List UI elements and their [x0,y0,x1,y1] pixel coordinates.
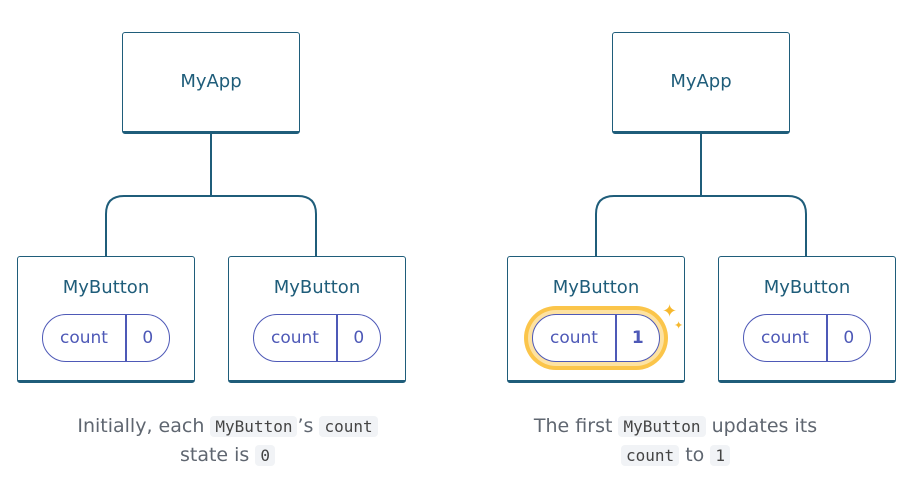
count-label: count [60,328,108,348]
count-value: 1 [631,328,644,348]
caption-code: count [621,445,680,466]
caption-code: count [319,416,378,437]
caption-text: to [685,444,705,466]
count-label: count [761,328,809,348]
tree-connectors [105,134,317,256]
pill-divider [826,315,828,361]
count-value: 0 [353,328,365,348]
mybutton-label: MyButton [273,277,361,298]
count-value: 0 [142,328,154,348]
myapp-label: MyApp [180,71,242,92]
count-pill: count 0 [253,314,381,362]
mybutton-label: MyButton [62,277,150,298]
sparkle-icon: ✦ [662,301,678,322]
count-label: count [271,328,319,348]
mybutton-node-2: MyButton count 0 [228,256,406,383]
diagram-initial-state: MyApp MyButton count 0 MyButton count 0 … [0,32,455,470]
myapp-node: MyApp [612,32,790,134]
caption-code: MyButton [210,416,298,437]
count-label: count [550,328,598,348]
caption-code: 0 [255,445,276,466]
pill-divider [336,315,338,361]
count-pill: count 0 [743,314,871,362]
caption: Initially, each MyButton’s count state i… [0,412,455,470]
caption-text: state is [179,444,250,466]
mybutton-node-1: MyButton count 1 ✦ ✦ [507,256,685,383]
count-pill: count 0 [42,314,170,362]
mybutton-label: MyButton [763,277,851,298]
caption-text: The first [533,415,613,437]
tree-connectors [595,134,807,256]
count-value: 0 [843,328,855,348]
caption-text: Initially, each [77,415,205,437]
sparkle-icon: ✦ [674,319,684,332]
pill-divider [615,315,617,361]
caption: The first MyButton updates its count to … [448,412,903,470]
caption-line-2: count to 1 [448,441,903,470]
pill-divider [125,315,127,361]
mybutton-node-1: MyButton count 0 [17,256,195,383]
mybutton-node-2: MyButton count 0 [718,256,896,383]
caption-text: updates its [711,415,818,437]
caption-line-1: Initially, each MyButton’s count [0,412,455,441]
myapp-node: MyApp [122,32,300,134]
caption-line-1: The first MyButton updates its [448,412,903,441]
mybutton-label: MyButton [552,277,640,298]
diagram-updated-state: MyApp MyButton count 1 ✦ ✦ MyButton coun… [490,0,910,493]
caption-text: ’s [297,415,314,437]
myapp-label: MyApp [670,71,732,92]
count-pill-highlighted: count 1 [532,314,660,362]
caption-line-2: state is 0 [0,441,455,470]
caption-code: 1 [710,445,730,466]
caption-code: MyButton [618,416,706,437]
